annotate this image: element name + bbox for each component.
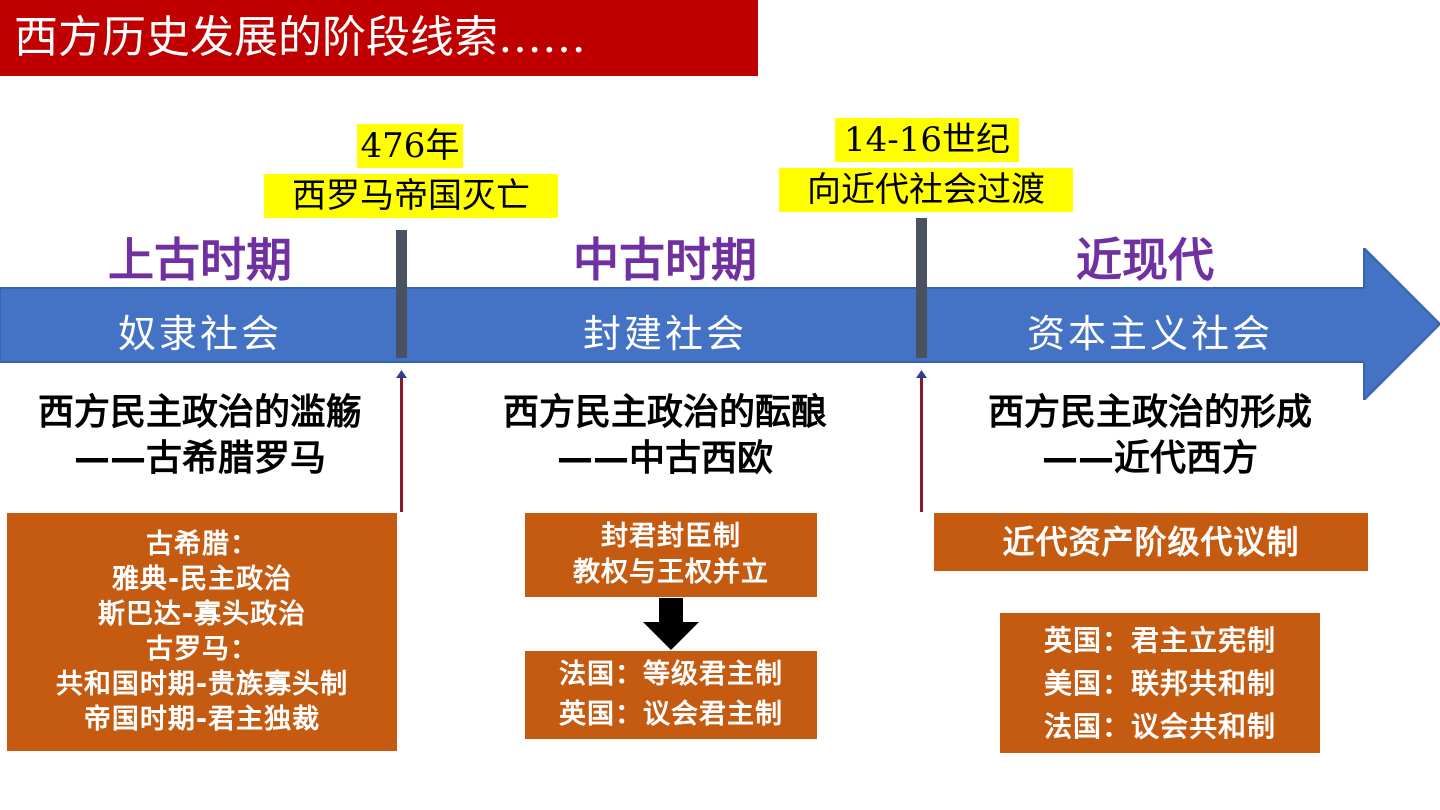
box-modern-top: 近代资产阶级代议制 <box>933 512 1369 572</box>
box-ancient: 古希腊： 雅典-民主政治 斯巴达-寡头政治 古罗马： 共和国时期-贵族寡头制 帝… <box>6 512 398 752</box>
marker-14-16-event: 向近代社会过渡 <box>779 168 1073 212</box>
box-ancient-line: 古希腊： <box>146 529 258 560</box>
marker-476-year: 476年 <box>357 124 463 168</box>
box-ancient-line: 雅典-民主政治 <box>111 564 293 595</box>
box-ancient-line: 共和国时期-贵族寡头制 <box>55 669 349 700</box>
society-slave: 奴隶社会 <box>117 312 282 356</box>
marker-476-event: 西罗马帝国灭亡 <box>264 174 558 218</box>
box-modern-line: 英国：君主立宪制 <box>1043 623 1276 657</box>
subhead-modern: 西方民主政治的形成 ——近代西方 <box>955 390 1345 482</box>
subhead-medieval: 西方民主政治的酝酿 ——中古西欧 <box>470 390 860 482</box>
period-ancient: 上古时期 <box>108 233 292 287</box>
box-modern-line: 法国：议会共和制 <box>1043 709 1276 743</box>
subhead-medieval-line2: ——中古西欧 <box>556 438 773 479</box>
box-medieval-line: 教权与王权并立 <box>573 557 769 588</box>
box-medieval-line: 法国：等级君主制 <box>559 659 783 690</box>
divider-14-16 <box>916 218 927 358</box>
box-ancient-line: 古罗马： <box>146 634 258 665</box>
subhead-medieval-line1: 西方民主政治的酝酿 <box>502 392 827 433</box>
divider-476 <box>396 230 407 358</box>
society-feudal: 封建社会 <box>582 312 747 356</box>
box-ancient-line: 帝国时期-君主独裁 <box>83 704 321 735</box>
period-medieval: 中古时期 <box>573 233 757 287</box>
society-capitalist: 资本主义社会 <box>1026 312 1273 356</box>
page-title: 西方历史发展的阶段线索…… <box>0 0 758 76</box>
box-ancient-line: 斯巴达-寡头政治 <box>97 599 307 630</box>
box-medieval-line: 英国：议会君主制 <box>559 699 783 730</box>
subhead-modern-line1: 西方民主政治的形成 <box>987 392 1312 433</box>
box-modern-line: 近代资产阶级代议制 <box>1002 523 1300 561</box>
subhead-ancient-line2: ——古希腊罗马 <box>73 438 326 479</box>
box-modern-line: 美国：联邦共和制 <box>1043 666 1276 700</box>
box-medieval-top: 封君封臣制 教权与王权并立 <box>524 512 818 598</box>
arrow-up-icon <box>396 370 407 512</box>
box-medieval-bottom: 法国：等级君主制 英国：议会君主制 <box>524 650 818 740</box>
arrow-up-icon <box>916 370 927 512</box>
subhead-ancient-line1: 西方民主政治的滥觞 <box>37 392 362 433</box>
arrow-down-icon <box>643 598 699 650</box>
period-modern: 近现代 <box>1076 233 1214 287</box>
timeline-arrow-icon <box>0 248 1440 400</box>
subhead-modern-line2: ——近代西方 <box>1041 438 1258 479</box>
box-modern-bottom: 英国：君主立宪制 美国：联邦共和制 法国：议会共和制 <box>999 612 1321 754</box>
subhead-ancient: 西方民主政治的滥觞 ——古希腊罗马 <box>5 390 395 482</box>
marker-14-16-year: 14-16世纪 <box>835 118 1019 162</box>
box-medieval-line: 封君封臣制 <box>601 521 741 552</box>
